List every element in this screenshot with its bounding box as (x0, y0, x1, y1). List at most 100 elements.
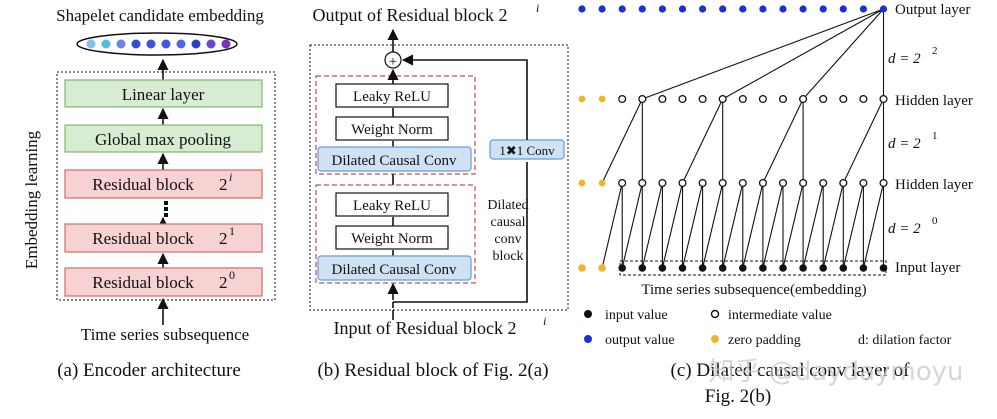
hidden-node (778, 94, 788, 104)
hidden-node (778, 178, 788, 188)
residual-input-exp: i (543, 314, 546, 328)
hidden-node (758, 94, 767, 104)
conv-edge (702, 182, 724, 269)
conv-edge (621, 182, 643, 269)
dilation-label-1: d = 2 (888, 221, 921, 237)
hidden-node (738, 178, 747, 188)
input-node (839, 264, 848, 272)
output-node (699, 5, 707, 13)
caption-b: (b) Residual block of Fig. 2(a) (317, 360, 548, 381)
output-node (678, 5, 687, 13)
residual-outer-box (309, 44, 569, 311)
layer-label-hidden-1: Hidden layer (895, 177, 973, 193)
input-node (819, 264, 827, 272)
layer-label-hidden-2: Hidden layer (895, 93, 973, 109)
embedding-dot (191, 39, 201, 49)
conv-block-annotation-line4: block (492, 249, 523, 264)
ellipsis-dots (164, 201, 168, 217)
input-node (879, 264, 888, 272)
hidden-node (839, 178, 848, 188)
residual-block-0 (64, 267, 263, 297)
residual-input-label: Input of Residual block 2 (334, 318, 517, 338)
layer-label-output: Output layer (895, 2, 970, 18)
embedding-title: Shapelet candidate embedding (56, 6, 264, 25)
conv-edge (642, 8, 884, 100)
leaky-relu-bottom-label: Leaky ReLU (353, 198, 431, 214)
hidden-node (698, 178, 707, 188)
weight-norm-top (335, 116, 449, 141)
panel-b-residual-block: Output of Residual block 2 i + Leaky ReL… (309, 1, 569, 381)
encoder-input-label: Time series subsequence (81, 325, 249, 344)
conv-edge (601, 182, 623, 269)
weight-norm-top-label: Weight Norm (351, 122, 433, 138)
embedding-learning-label: Embedding learning (22, 130, 41, 269)
legend: input value intermediate value output va… (584, 308, 952, 348)
residual-block-1 (64, 223, 263, 253)
hidden-node (638, 178, 647, 188)
output-node (859, 5, 868, 13)
embedding-dot (86, 39, 96, 49)
embedding-dot (116, 39, 126, 49)
residual-block-0-exp: 0 (229, 268, 235, 282)
input-node (618, 264, 626, 272)
residual-block-0-base: 2 (219, 273, 228, 292)
output-node (739, 5, 747, 13)
embedding-dot (206, 39, 216, 49)
residual-block-1-exp: 1 (229, 224, 235, 238)
caption-c-line1: (c) Dilated causal conv layer of (671, 360, 911, 381)
conv-edge (782, 182, 804, 269)
legend-padding-label: zero padding (728, 333, 801, 348)
hidden-node (718, 178, 727, 188)
hidden-node (658, 178, 667, 188)
embedding-vector (86, 39, 231, 49)
hidden-node (819, 94, 828, 104)
dilation-label-4: d = 2 (888, 51, 921, 67)
output-node (719, 5, 727, 13)
hidden-node (698, 94, 707, 104)
conv-edge (842, 98, 884, 184)
subsequence-label: Time series subsequence(embedding) (641, 282, 866, 298)
hidden-node (879, 178, 888, 188)
padding-node (578, 95, 586, 103)
conv-edge (681, 182, 704, 269)
caption-c-line2: Fig. 2(b) (705, 386, 772, 407)
hidden-node (678, 178, 687, 188)
legend-output-label: output value (605, 333, 675, 348)
dilated-conv-top-label: Dilated Causal Conv (332, 153, 457, 169)
embedding-dot (221, 39, 231, 49)
residual-block-i-exp: i (229, 170, 232, 184)
conv-edge (722, 8, 884, 100)
dilation-label-1-exp: 0 (932, 215, 938, 227)
hidden-node (859, 94, 868, 104)
legend-input-marker (584, 310, 592, 318)
conv-edge (601, 98, 643, 184)
linear-layer-label: Linear layer (122, 85, 205, 104)
conv-edge (862, 182, 885, 269)
residual-block-i-base: 2 (219, 175, 228, 194)
conv-edge (682, 98, 724, 184)
hidden-node (678, 94, 687, 104)
legend-input-label: input value (605, 308, 668, 323)
embedding-dot (101, 39, 111, 49)
conv-edge (802, 8, 884, 100)
input-node (859, 264, 868, 272)
conv-edge (641, 182, 663, 269)
output-node (598, 5, 606, 13)
conv-edge (762, 182, 784, 269)
layer-label-input: Input layer (895, 260, 960, 276)
residual-block-i-label: Residual block (92, 175, 194, 194)
legend-padding-marker (711, 335, 719, 343)
legend-intermediate-marker (710, 309, 720, 319)
output-node (638, 5, 646, 13)
input-node (678, 264, 687, 272)
watermark: 知乎 @daydaymoyu (708, 357, 963, 387)
residual-block-0-label: Residual block (92, 273, 194, 292)
residual-output-exp: i (536, 1, 539, 15)
input-node (779, 264, 787, 272)
dilation-label-4-exp: 2 (932, 45, 938, 57)
input-node (739, 264, 747, 272)
weight-norm-bottom (335, 225, 449, 250)
hidden-node (618, 178, 627, 188)
hidden-node (758, 178, 767, 188)
residual-block-1-base: 2 (219, 229, 228, 248)
